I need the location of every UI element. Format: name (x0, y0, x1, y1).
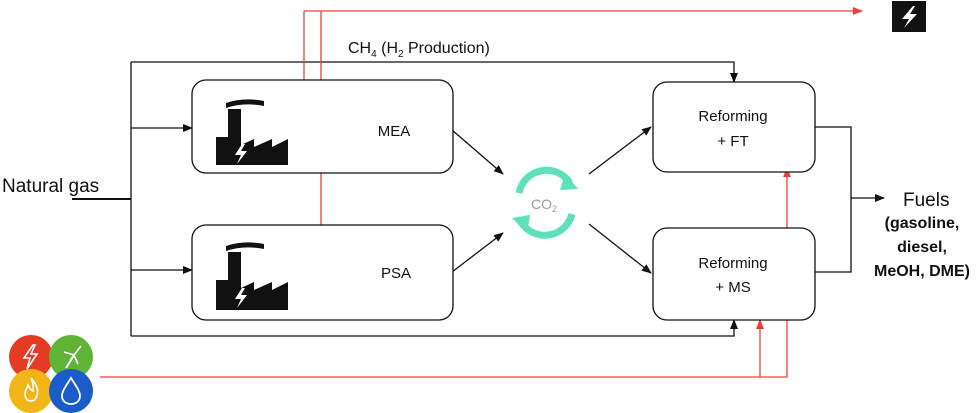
natural-gas-label: Natural gas (2, 176, 99, 197)
water-drop-icon (49, 369, 93, 413)
plant-psa: PSA (191, 224, 454, 321)
process-ft-line1: Reforming (698, 108, 767, 125)
flame-icon (9, 369, 53, 413)
psa-label: PSA (381, 265, 411, 282)
process-ft-box (652, 81, 816, 173)
ch4-bypass-label: CH4 (H2 Production) (348, 40, 490, 60)
process-ms-line1: Reforming (698, 255, 767, 272)
lightning-icon (9, 335, 53, 379)
process-ft: Reforming + FT (652, 81, 816, 173)
bottom-bypass-line (131, 319, 738, 337)
co2-recycle-icon: CO2 (512, 166, 578, 239)
factory-lightning-icon (216, 99, 288, 165)
process-ms-box (652, 227, 816, 321)
carbon-flow-lines (72, 61, 885, 337)
psa-to-co2-arrow (451, 232, 504, 273)
ft-to-fuels-line (815, 126, 852, 273)
fuels-title: Fuels (903, 190, 949, 211)
plant-mea: MEA (191, 79, 454, 174)
co2-label: CO2 (531, 196, 557, 214)
fuels-item-1: (gasoline, (885, 215, 960, 232)
process-ms: Reforming + MS (652, 227, 816, 321)
wind-turbine-icon (49, 335, 93, 379)
fuels-item-2: diesel, (897, 239, 947, 256)
process-ft-line2: + FT (717, 133, 748, 150)
lightning-bolt-icon (892, 1, 926, 32)
mea-label: MEA (378, 123, 411, 140)
process-ms-line2: + MS (715, 279, 750, 296)
energy-sources-icons (9, 335, 93, 413)
ch4-bypass-line (131, 61, 738, 83)
factory-lightning-icon (216, 242, 288, 310)
co2-to-ms-arrow (588, 223, 652, 274)
mea-to-co2-arrow (451, 129, 504, 175)
fuels-item-3: MeOH, DME) (874, 263, 970, 280)
energy-flow-lines (100, 7, 863, 378)
co2-to-ft-arrow (588, 126, 652, 175)
